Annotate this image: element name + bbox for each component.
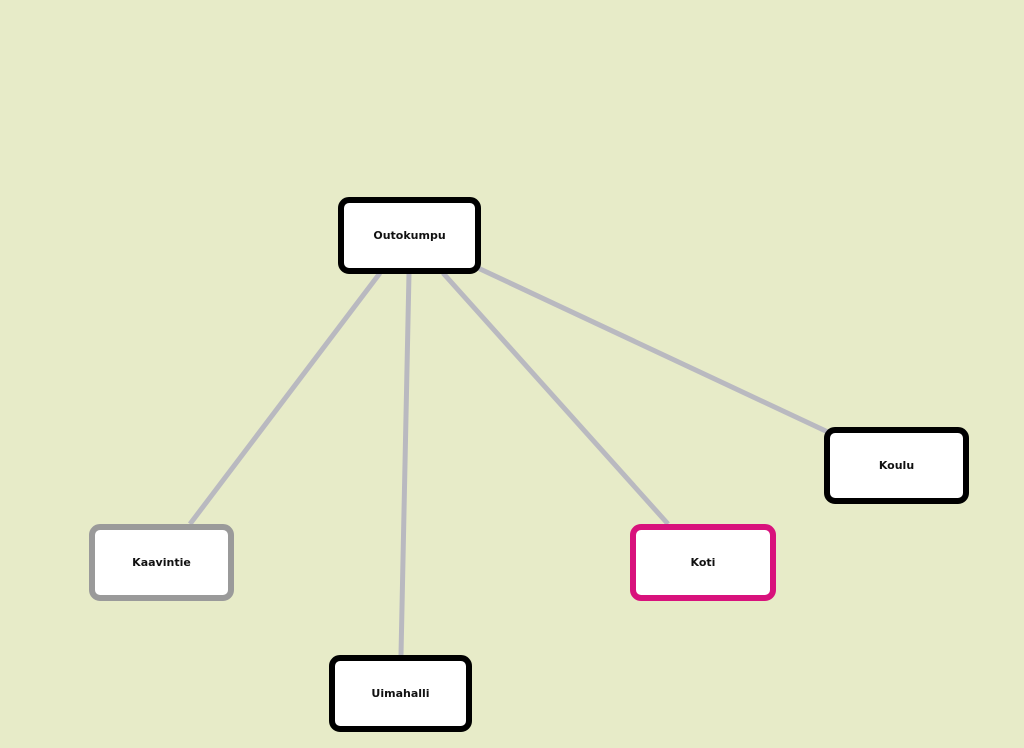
- edge-outokumpu-koulu: [476, 265, 832, 436]
- node-label: Outokumpu: [373, 229, 446, 242]
- node-outokumpu[interactable]: Outokumpu: [338, 197, 481, 274]
- node-koti[interactable]: Koti: [630, 524, 776, 601]
- node-label: Kaavintie: [132, 556, 191, 569]
- edge-outokumpu-kaavintie: [188, 271, 382, 526]
- node-label: Koulu: [878, 459, 915, 472]
- node-uimahalli[interactable]: Uimahalli: [329, 655, 472, 732]
- node-kaavintie[interactable]: Kaavintie: [89, 524, 234, 601]
- edge-outokumpu-koti: [441, 271, 670, 526]
- edge-outokumpu-uimahalli: [398, 272, 412, 656]
- node-label: Koti: [690, 556, 716, 569]
- node-koulu[interactable]: Koulu: [824, 427, 969, 504]
- node-label: Uimahalli: [371, 687, 430, 700]
